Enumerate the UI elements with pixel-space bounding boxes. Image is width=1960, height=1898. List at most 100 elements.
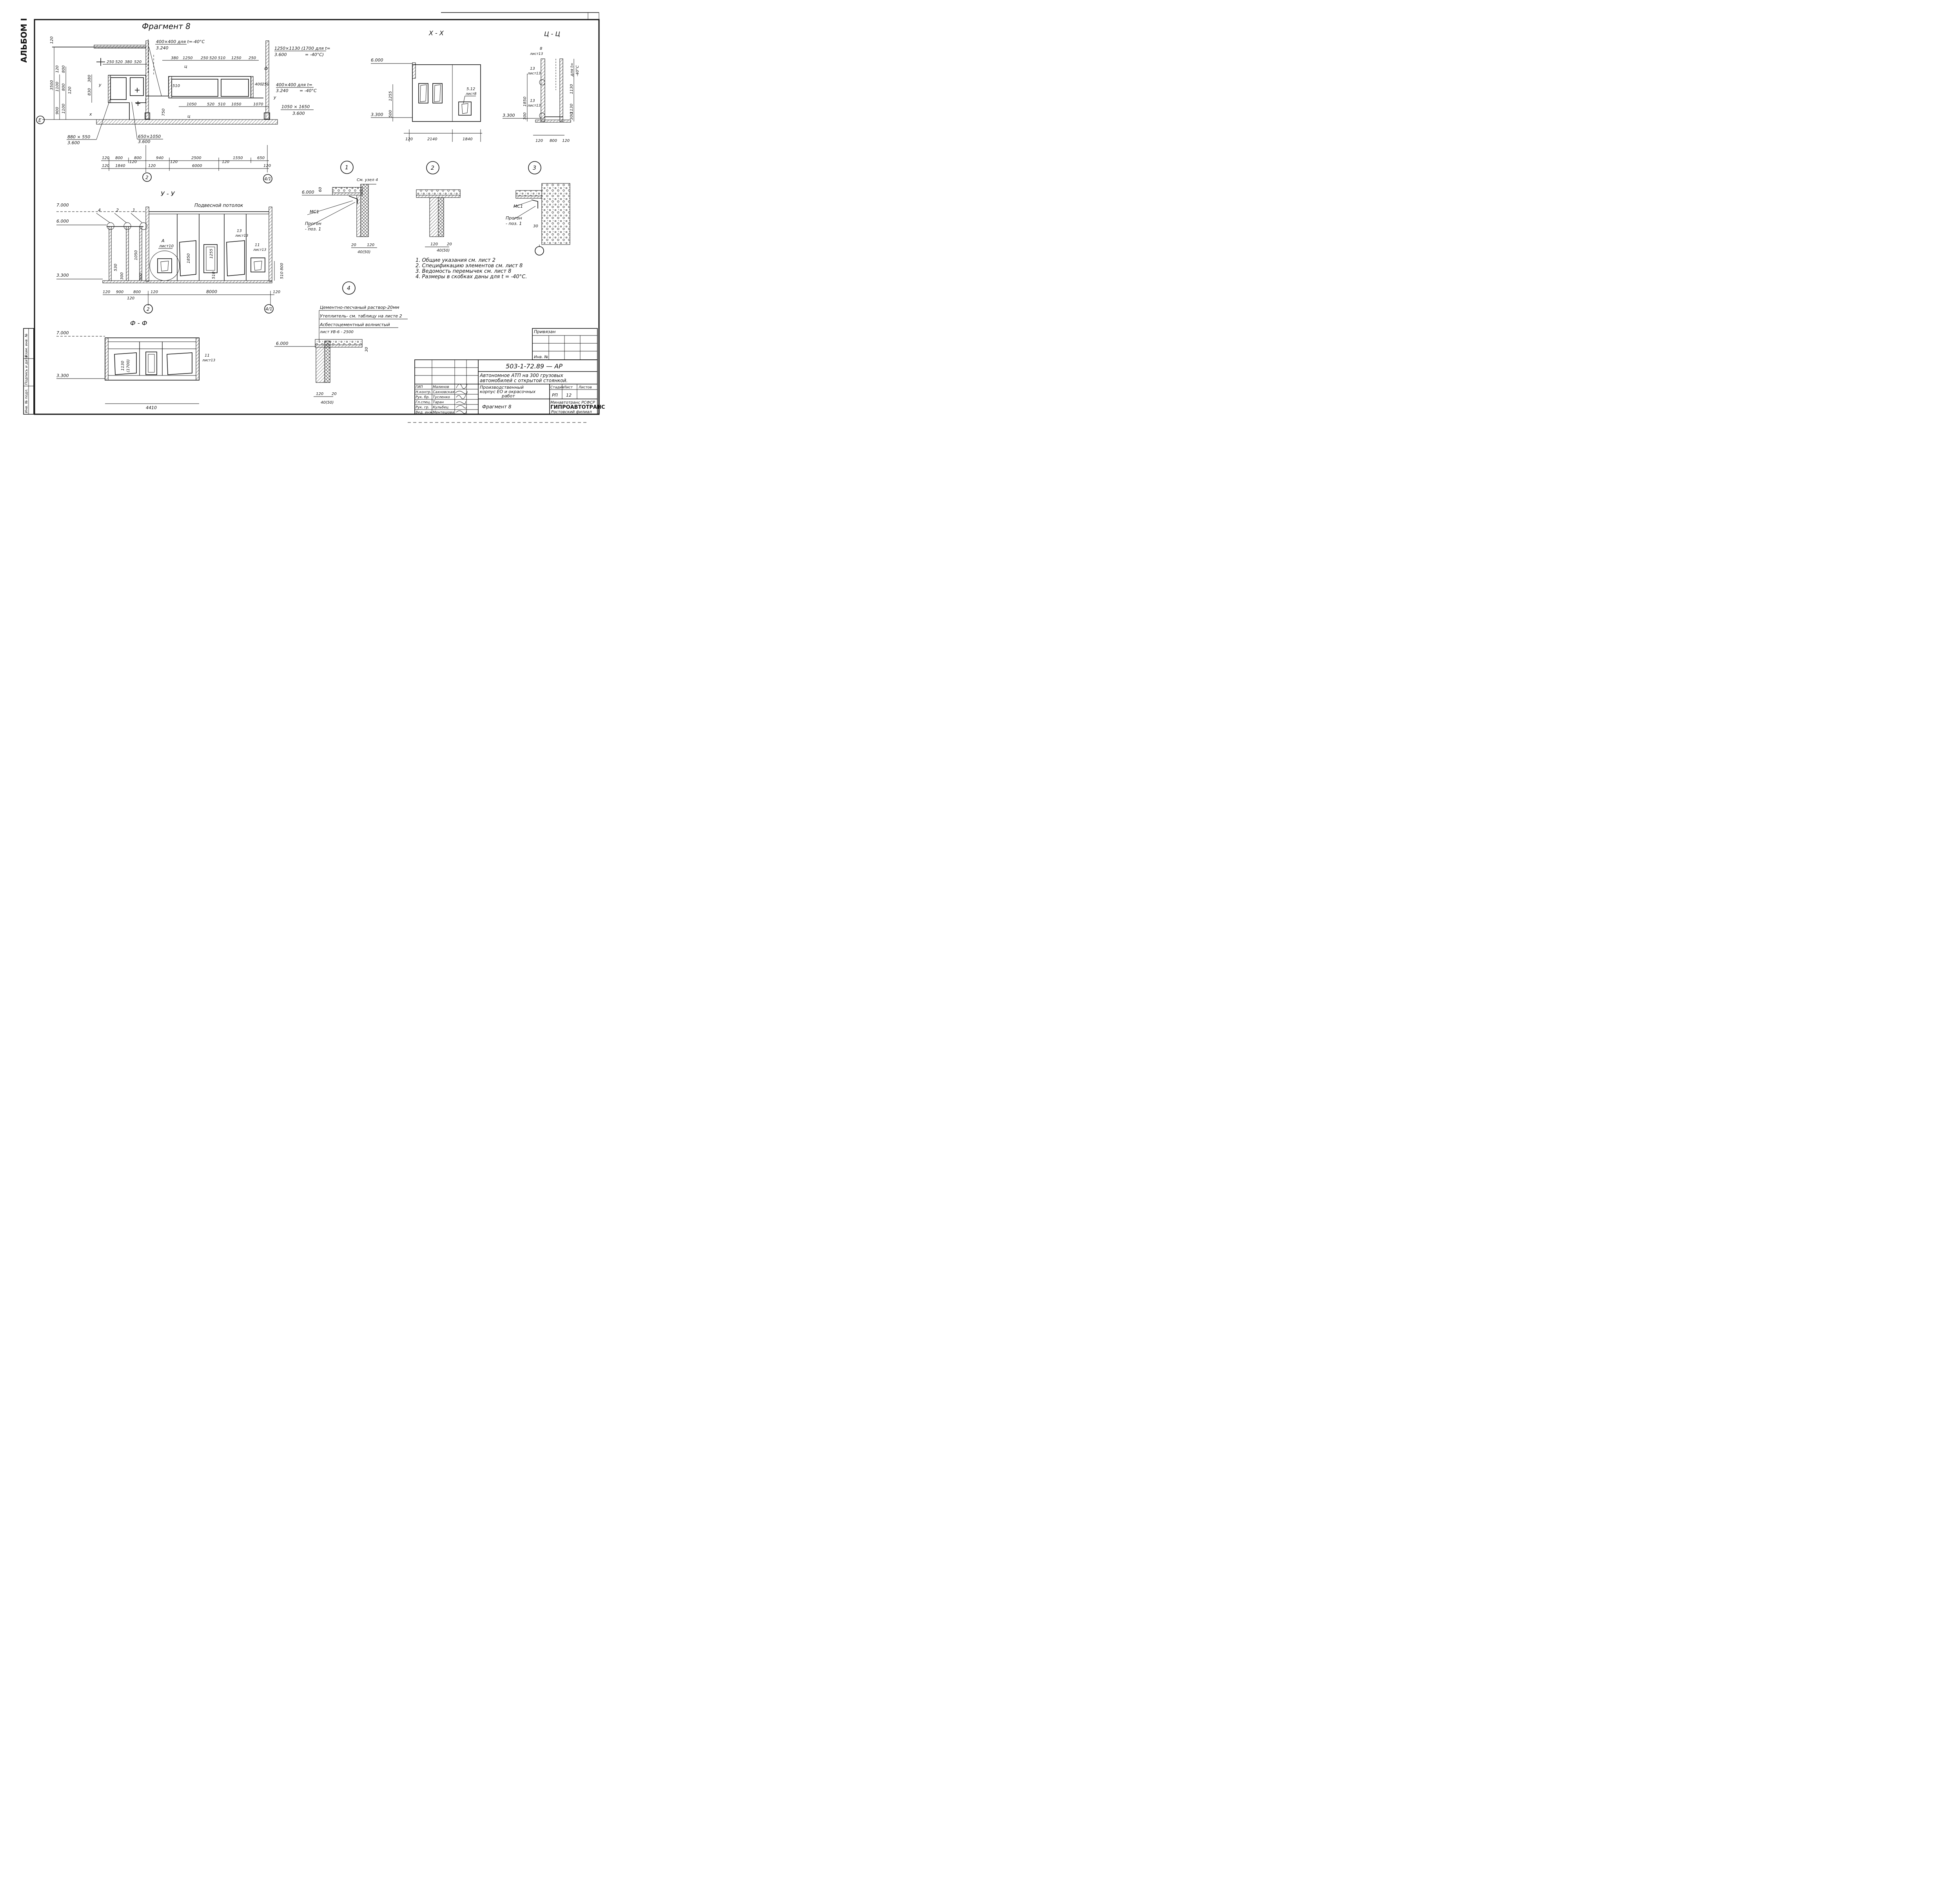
axis-2-marker bbox=[142, 172, 152, 182]
note-opening-880: 880 × 550 bbox=[67, 134, 90, 140]
stamp-building-2: корпус ЕО и окрасочных bbox=[480, 389, 536, 394]
svg-text:Вед. инж.: Вед. инж. bbox=[416, 411, 434, 415]
stamp-project-2: автомобилей с открытой стоянкой. bbox=[480, 378, 568, 383]
svg-text:400: 400 bbox=[255, 82, 262, 87]
svg-text:1070: 1070 bbox=[253, 102, 263, 107]
yy-dim-800: 800 bbox=[280, 263, 284, 270]
yy-level-bottom: 3.300 bbox=[56, 273, 69, 278]
cc-dim-300-b: 300 bbox=[570, 112, 574, 120]
svg-text:120: 120 bbox=[263, 164, 271, 168]
section-ff bbox=[56, 336, 200, 404]
yy-callout-11-sheet: лист13 bbox=[253, 248, 267, 252]
stamp-code: 503-1-72.89 — АР bbox=[506, 363, 563, 370]
node2-dim-120: 120 bbox=[430, 242, 438, 247]
svg-text:120: 120 bbox=[102, 156, 109, 160]
note-4: 4. Размеры в скобках даны для t = -40°С. bbox=[416, 274, 527, 280]
yy-callout-a-sheet: лист10 bbox=[159, 244, 174, 248]
node1-level: 6.000 bbox=[302, 190, 314, 195]
xx-dim-1255: 1255 bbox=[388, 91, 393, 101]
note-opening-650-level: 3.600 bbox=[138, 139, 151, 144]
cc-dim-1130-a: 1130 bbox=[570, 84, 574, 94]
yy-axis-2: 2 bbox=[147, 306, 150, 312]
yy-dim-120-small: 120 bbox=[127, 296, 134, 301]
svg-text:120: 120 bbox=[148, 164, 156, 168]
svg-text:830: 830 bbox=[87, 88, 92, 96]
note-win400-right: 400×400 для t= bbox=[276, 82, 312, 87]
svg-text:1250: 1250 bbox=[183, 56, 192, 60]
node3-label: 3 bbox=[533, 165, 536, 171]
xx-dim-1840: 1840 bbox=[463, 137, 472, 141]
cc-note-top-sheet: лист13 bbox=[530, 52, 543, 56]
svg-text:510: 510 bbox=[218, 102, 225, 107]
node-1 bbox=[302, 161, 376, 237]
cc-callout-a-sheet: лист13 bbox=[527, 72, 541, 76]
signatures bbox=[455, 384, 468, 414]
svg-text:520: 520 bbox=[134, 60, 142, 64]
yy-callout-1: 1 bbox=[132, 208, 135, 213]
note-win1250-level: 3.600 bbox=[274, 52, 287, 57]
node-2 bbox=[416, 161, 461, 247]
svg-text:380: 380 bbox=[171, 56, 178, 60]
yy-dim-120-b: 120 bbox=[151, 290, 158, 294]
yy-dim-120-c: 120 bbox=[273, 290, 280, 294]
yy-ceiling: Подвесной потолок bbox=[194, 203, 243, 208]
node1-dim-40-50: 40(50) bbox=[358, 250, 370, 254]
svg-text:Кульбец: Кульбец bbox=[433, 406, 448, 410]
stamp-stage-h: Стадия bbox=[550, 386, 564, 390]
svg-text:1100: 1100 bbox=[55, 82, 60, 92]
svg-text:3500: 3500 bbox=[50, 80, 54, 90]
cc-dim-120: 120 bbox=[535, 139, 543, 143]
yy-callout-13: 13 bbox=[237, 229, 242, 233]
svg-text:1050: 1050 bbox=[187, 102, 196, 107]
svg-text:4/1: 4/1 bbox=[264, 176, 271, 181]
svg-text:380: 380 bbox=[125, 60, 132, 64]
node4-level: 6.000 bbox=[276, 341, 289, 346]
corner-box bbox=[588, 12, 599, 20]
svg-text:Тусленко: Тусленко bbox=[433, 395, 450, 399]
side-strip: Инв. № подл. Подпись и дата Взам. инв. № bbox=[23, 328, 34, 415]
svg-text:2: 2 bbox=[145, 175, 149, 180]
note-opening-650: 650×1050 bbox=[138, 134, 161, 139]
stamp-sheet-title: Фрагмент 8 bbox=[482, 404, 512, 410]
xx-dim-500: 500 bbox=[388, 110, 393, 118]
svg-text:650: 650 bbox=[257, 156, 265, 160]
cc-dim-300: 300 bbox=[523, 112, 527, 120]
node2-dim-40-50: 40(50) bbox=[437, 248, 450, 253]
xx-callout-sheet: лист8 bbox=[465, 92, 477, 96]
node-4 bbox=[274, 281, 408, 397]
stamp-roles: ГИП Малинов Н.контр. Сахновская Рук. бр.… bbox=[416, 385, 455, 415]
yy-callout-13-sheet: лист13 bbox=[235, 234, 249, 238]
plan-axes: Е 2 4/1 х ц ц ф у у bbox=[36, 58, 276, 183]
svg-text:520: 520 bbox=[207, 102, 214, 107]
fragment-title: Фрагмент 8 bbox=[142, 22, 191, 31]
note-win400-right-level: 3.240 bbox=[276, 88, 289, 93]
section-ff-title: Ф - Ф bbox=[130, 319, 147, 327]
yy-dim-900: 900 bbox=[116, 290, 123, 294]
note-win400-top-level: 3.240 bbox=[156, 45, 169, 51]
svg-text:ц: ц bbox=[187, 114, 191, 119]
strip-sign: Подпись и дата bbox=[25, 355, 29, 385]
stamp-sheet-h: Лист bbox=[563, 386, 573, 390]
yy-callout-4: 4 bbox=[98, 208, 101, 213]
svg-text:250: 250 bbox=[249, 56, 256, 60]
node3-purlin: Прогон bbox=[506, 216, 522, 221]
svg-text:Рук. бр.: Рук. бр. bbox=[416, 395, 430, 399]
yy-callout-2: 2 bbox=[116, 208, 119, 213]
yy-level-top: 7.000 bbox=[56, 203, 69, 208]
svg-text:800: 800 bbox=[134, 156, 142, 160]
ff-dim-1130: 1130 bbox=[121, 361, 125, 371]
note-1: 1. Общие указания см. лист 2 bbox=[416, 257, 495, 263]
stamp-linked: Привязан bbox=[534, 329, 555, 334]
svg-text:250: 250 bbox=[107, 60, 114, 64]
svg-text:1840: 1840 bbox=[115, 164, 125, 168]
svg-text:120: 120 bbox=[222, 160, 229, 164]
svg-text:6000: 6000 bbox=[192, 164, 202, 168]
ff-dim-1700: (1700) bbox=[126, 359, 131, 372]
note-win400-right-suffix: = -40°С bbox=[299, 88, 317, 93]
svg-text:ГИП: ГИП bbox=[416, 385, 423, 389]
svg-text:520: 520 bbox=[115, 60, 123, 64]
node2-dim-20: 20 bbox=[447, 242, 452, 247]
stamp-org-2: ГИПРОАВТОТРАНС bbox=[550, 404, 605, 410]
svg-text:ф: ф bbox=[264, 66, 268, 71]
stamp-inv: Инв. № bbox=[534, 355, 548, 359]
